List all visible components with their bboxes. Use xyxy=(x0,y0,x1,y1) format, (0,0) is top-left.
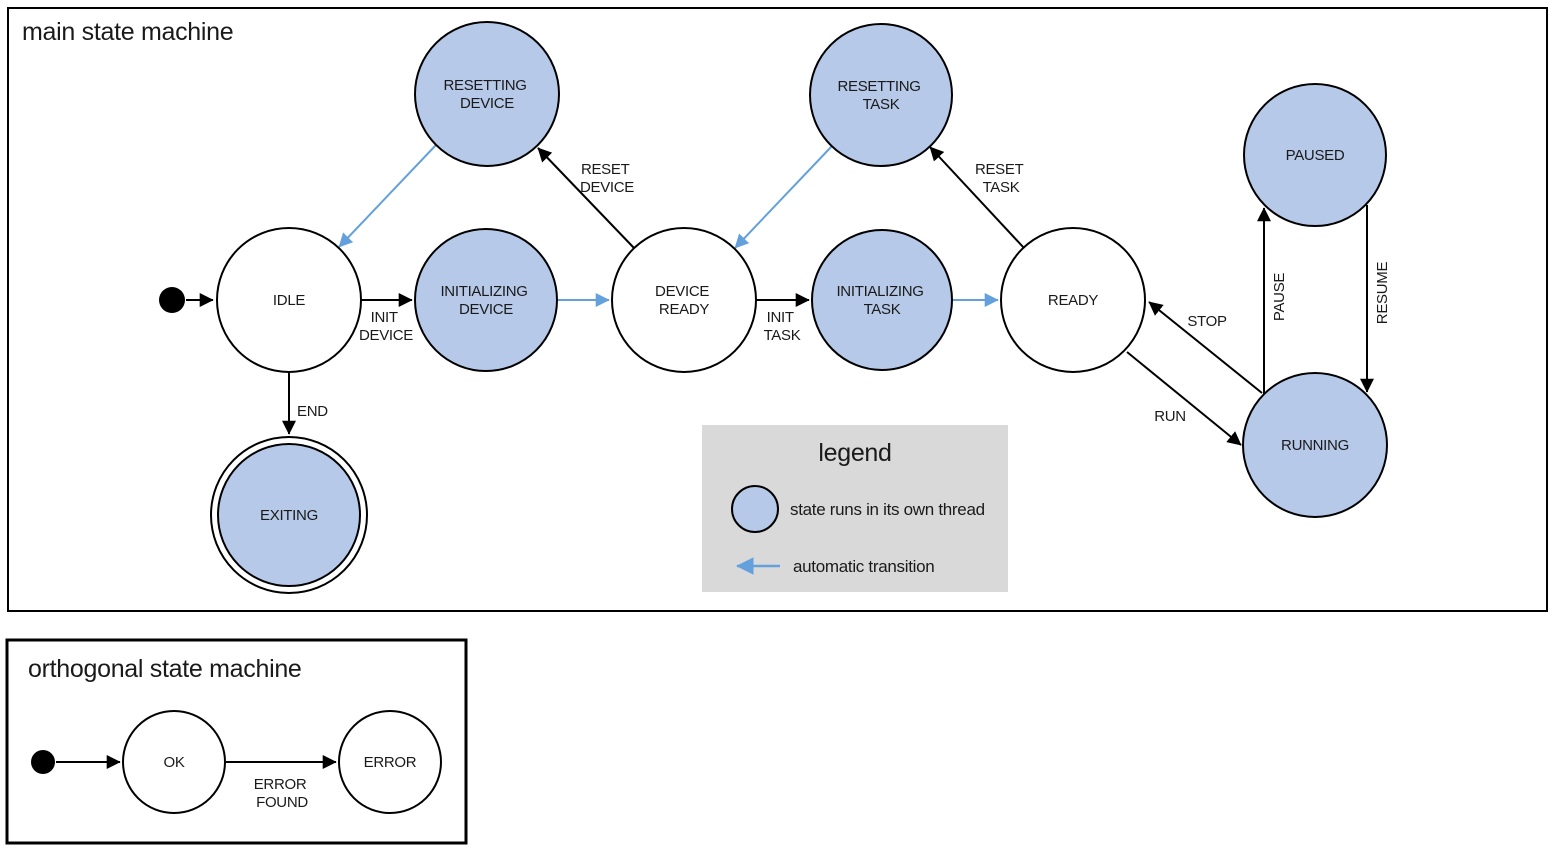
orthogonal-machine-states: OK ERROR xyxy=(31,710,442,814)
state-exiting-label: EXITING xyxy=(260,507,318,524)
state-resetting-task-label: RESETTING TASK xyxy=(837,78,924,113)
state-running-label: RUNNING xyxy=(1281,437,1349,454)
edge-stop xyxy=(1148,301,1263,394)
legend: legend state runs in its own thread auto… xyxy=(702,425,1008,592)
state-paused-label: PAUSED xyxy=(1286,147,1345,164)
state-label-line: DEVICE xyxy=(459,301,513,318)
edge-label-init-device: INIT DEVICE xyxy=(359,309,413,344)
edge-run xyxy=(1126,351,1242,446)
edge-label-line: DEVICE xyxy=(580,179,634,196)
initial-state-dot xyxy=(159,287,185,313)
state-ready-label: READY xyxy=(1048,292,1098,309)
state-resetting-task xyxy=(809,23,953,167)
state-exiting xyxy=(217,443,361,587)
legend-auto-transition-label: automatic transition xyxy=(793,557,934,576)
edge-label-pause: PAUSE xyxy=(1271,273,1288,322)
initial-state-dot-orthogonal xyxy=(31,750,55,774)
state-label-line: INITIALIZING xyxy=(440,283,527,300)
legend-thread-state-label: state runs in its own thread xyxy=(790,500,985,519)
state-label-line: RESETTING xyxy=(443,77,526,94)
state-device-ready-label: DEVICE READY xyxy=(655,283,713,318)
edge-label-end: END xyxy=(297,403,328,420)
orthogonal-machine-title: orthogonal state machine xyxy=(28,655,302,683)
legend-thread-state-icon xyxy=(731,485,779,533)
edge-label-error-found: ERROR FOUND xyxy=(254,776,311,811)
main-machine-states: IDLE RESETTING DEVICE INITIALIZING DEVIC… xyxy=(159,21,1388,594)
edge-reset-device xyxy=(537,147,635,249)
state-running xyxy=(1242,372,1388,518)
main-machine-edges xyxy=(186,144,1374,446)
edge-label-run: RUN xyxy=(1154,408,1186,425)
main-machine-title: main state machine xyxy=(22,18,233,46)
state-initializing-device xyxy=(414,228,558,372)
state-initializing-task xyxy=(811,229,953,371)
edge-label-line: INIT xyxy=(767,309,794,326)
state-label-line: DEVICE xyxy=(655,283,709,300)
edge-label-line: RESET xyxy=(975,161,1024,178)
state-label-line: DEVICE xyxy=(460,95,514,112)
edge-label-line: FOUND xyxy=(256,794,308,811)
edge-label-stop: STOP xyxy=(1187,313,1227,330)
state-initializing-task-label: INITIALIZING TASK xyxy=(836,283,927,318)
main-state-machine: main state machine INIT DEVICE xyxy=(7,7,1548,612)
orthogonal-state-machine: orthogonal state machine ERROR FOUND OK … xyxy=(5,638,468,845)
state-resetting-device-label: RESETTING DEVICE xyxy=(443,77,530,112)
state-label-line: RESETTING xyxy=(837,78,920,95)
legend-title: legend xyxy=(818,439,891,467)
state-idle-label: IDLE xyxy=(273,292,305,309)
state-ready xyxy=(1000,227,1146,373)
state-label-line: TASK xyxy=(863,96,900,113)
state-error-label: ERROR xyxy=(364,754,417,771)
edge-auto-resetting-task-to-device-ready xyxy=(734,145,833,249)
edge-label-resume: RESUME xyxy=(1374,262,1391,325)
edge-label-line: DEVICE xyxy=(359,327,413,344)
state-label-line: INITIALIZING xyxy=(836,283,923,300)
state-label-line: TASK xyxy=(864,301,901,318)
state-device-ready xyxy=(611,227,757,373)
state-label-line: READY xyxy=(659,301,709,318)
edge-label-line: ERROR xyxy=(254,776,307,793)
edge-label-reset-task: RESET TASK xyxy=(975,161,1027,196)
state-paused xyxy=(1243,83,1387,227)
state-error xyxy=(338,710,442,814)
edge-label-line: TASK xyxy=(764,327,801,344)
state-idle xyxy=(216,227,362,373)
edge-auto-resetting-device-to-idle xyxy=(338,144,437,248)
edge-label-line: RESET xyxy=(581,161,630,178)
state-ok-label: OK xyxy=(163,754,184,771)
edge-label-line: TASK xyxy=(983,179,1020,196)
edge-label-line: INIT xyxy=(371,309,398,326)
state-initializing-device-label: INITIALIZING DEVICE xyxy=(440,283,531,318)
edge-label-reset-device: RESET DEVICE xyxy=(580,161,634,196)
edge-label-init-task: INIT TASK xyxy=(764,309,801,344)
edge-reset-task xyxy=(929,146,1025,249)
state-ok xyxy=(122,710,226,814)
main-machine-edge-labels: INIT DEVICE RESET DEVICE INIT TASK RESET… xyxy=(297,161,1391,425)
state-resetting-device xyxy=(414,21,560,167)
